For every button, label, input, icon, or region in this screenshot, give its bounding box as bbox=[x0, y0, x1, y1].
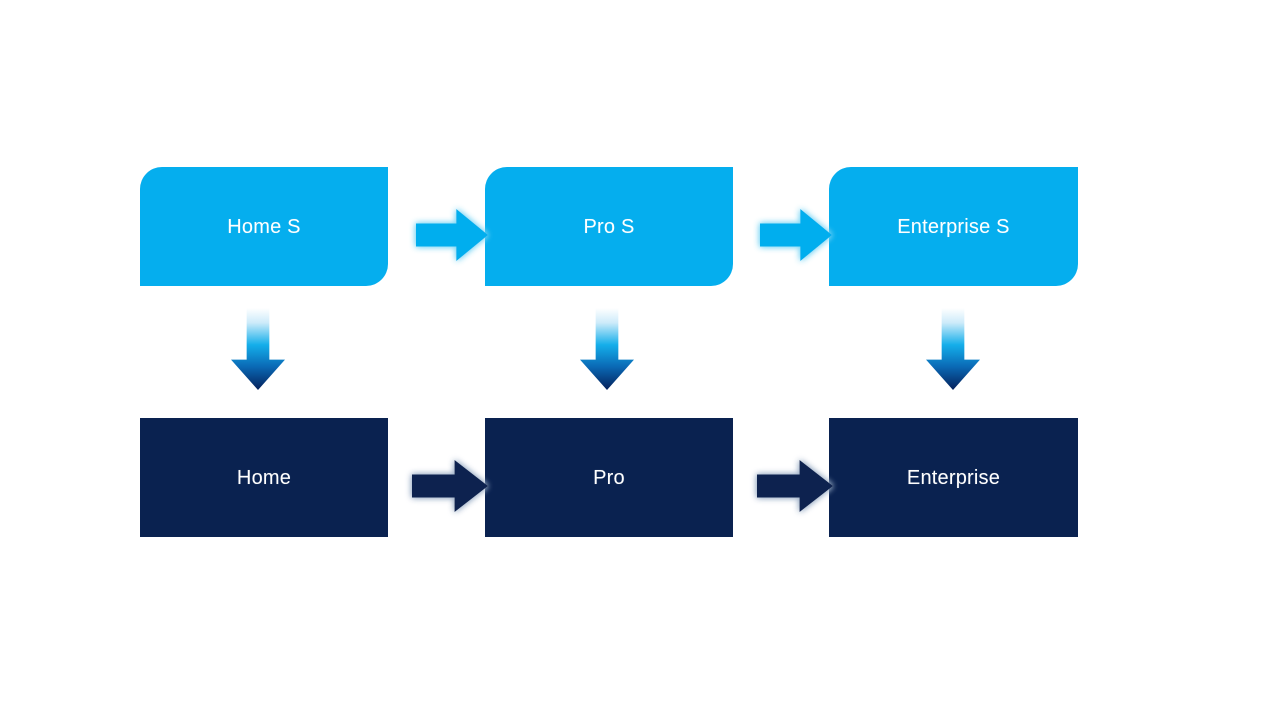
node-home[interactable]: Home bbox=[140, 418, 388, 537]
node-label: Pro S bbox=[583, 215, 635, 238]
arrow-down-icon bbox=[926, 308, 980, 390]
node-enterprise-s[interactable]: Enterprise S bbox=[829, 167, 1078, 286]
node-label: Home S bbox=[227, 215, 301, 238]
arrow-right-icon bbox=[749, 452, 841, 520]
node-label: Pro bbox=[593, 466, 625, 489]
arrow-down-icon bbox=[231, 308, 285, 390]
node-pro-s[interactable]: Pro S bbox=[485, 167, 733, 286]
arrow-down-icon bbox=[580, 308, 634, 390]
node-pro[interactable]: Pro bbox=[485, 418, 733, 537]
node-enterprise[interactable]: Enterprise bbox=[829, 418, 1078, 537]
node-label: Enterprise bbox=[906, 466, 1001, 489]
arrow-right-icon bbox=[408, 201, 496, 269]
node-label: Home bbox=[236, 466, 292, 489]
node-label: Enterprise S bbox=[897, 215, 1010, 238]
arrow-right-icon bbox=[404, 452, 496, 520]
arrow-right-icon bbox=[752, 201, 840, 269]
node-home-s[interactable]: Home S bbox=[140, 167, 388, 286]
